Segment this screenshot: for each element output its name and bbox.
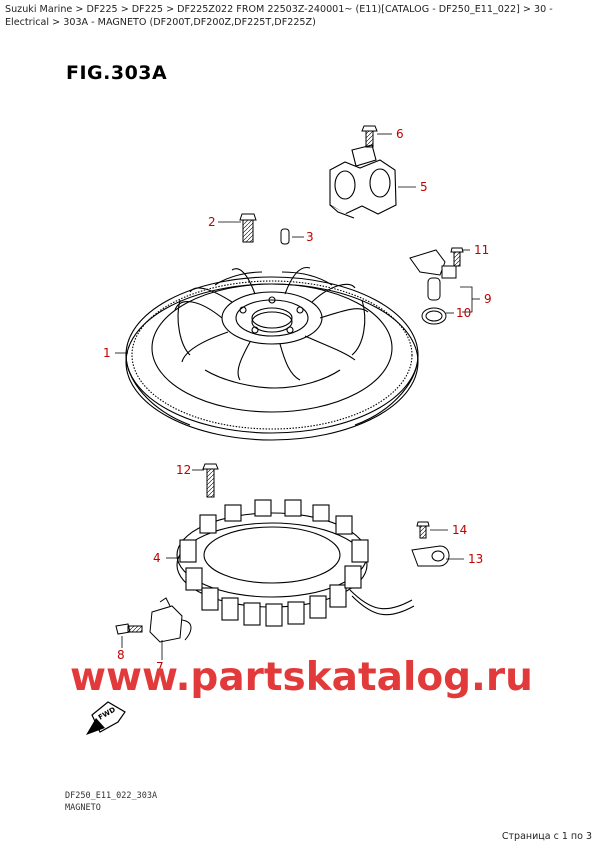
callout-6: 6 [396, 127, 404, 141]
breadcrumb: Suzuki Marine > DF225 > DF225 > DF225Z02… [5, 4, 553, 28]
diagram-code: DF250_E11_022_303A [65, 791, 158, 801]
pulser-coil-part-7 [115, 597, 192, 643]
callout-9: 9 [484, 292, 492, 306]
callout-12: 12 [176, 463, 191, 477]
callout-13: 13 [468, 552, 483, 566]
callout-5: 5 [420, 180, 428, 194]
callout-14: 14 [452, 523, 467, 537]
callout-2: 2 [208, 215, 216, 229]
callout-3: 3 [306, 230, 314, 244]
callout-11: 11 [474, 243, 489, 257]
leader-lines [115, 133, 480, 660]
sensor-part-9 [409, 247, 464, 325]
bracket-part-5 [329, 144, 397, 219]
pin-part-3 [280, 228, 290, 245]
page-counter: Страница с 1 по 3 [501, 831, 592, 842]
callout-7: 7 [156, 660, 164, 674]
clamp-part-13 [411, 521, 450, 567]
watermark: www.partskatalog.ru [70, 655, 533, 700]
flywheel-part [125, 266, 419, 441]
callout-4: 4 [153, 551, 161, 565]
bolt-part-12 [202, 463, 219, 498]
diagram-name: MAGNETO [65, 803, 101, 813]
callout-8: 8 [117, 648, 125, 662]
bolt-part-6 [361, 125, 378, 148]
callout-10: 10 [456, 306, 471, 320]
callout-1: 1 [103, 346, 111, 360]
fwd-arrow-icon: FWD [86, 701, 126, 735]
stator-part-4 [176, 499, 415, 627]
figure-title: FIG.303A [66, 62, 168, 84]
bolt-part-2 [239, 213, 257, 243]
